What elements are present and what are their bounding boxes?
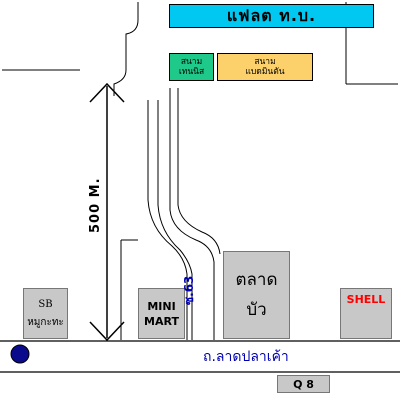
tennis-label-line2: เทนนิส <box>178 67 205 77</box>
road-edge-soi-left <box>147 100 188 340</box>
distance-label: 500 M. <box>88 177 103 233</box>
road-edge-soi-inner <box>157 100 193 340</box>
location-marker[interactable] <box>10 344 30 364</box>
badminton-label-line2: แบดมินตัน <box>245 67 285 77</box>
badminton-label-line1: สนาม <box>254 57 276 67</box>
minimart-label-line1: MINI <box>147 299 176 313</box>
road-edge-soi-right-inner <box>177 88 221 255</box>
sb-restaurant: SB หมูกะทะ <box>23 288 68 339</box>
minimart-label-line2: MART <box>144 314 179 328</box>
q8-station: Q 8 <box>277 375 330 393</box>
sb-label-line2: หมูกะทะ <box>27 316 64 328</box>
badminton-court: สนาม แบดมินตัน <box>217 53 313 81</box>
market-building: ตลาด บัว <box>223 251 290 339</box>
road-edge-topleft <box>113 2 139 96</box>
market-label-line1: ตลาด <box>235 270 278 290</box>
flat-label: แฟลต ท.บ. <box>226 5 317 25</box>
tennis-label-line1: สนาม <box>180 57 203 67</box>
minimart: MINI MART <box>138 288 185 339</box>
distance-arrow-head-top <box>89 82 125 103</box>
flat-building: แฟลต ท.บ. <box>169 4 374 28</box>
sb-label-line1: SB <box>38 298 53 310</box>
tennis-court: สนาม เทนนิส <box>169 53 214 81</box>
road-edge-soi-right <box>169 88 215 340</box>
q8-label: Q 8 <box>293 377 314 391</box>
distance-arrow-head-bottom <box>89 321 125 342</box>
main-road-label: ถ.ลาดปลาเค้า <box>203 349 289 365</box>
soi-label: ซ.63 <box>182 275 196 305</box>
shell-label: SHELL <box>346 293 386 306</box>
market-label-line2: บัว <box>246 300 267 320</box>
shell-station: SHELL <box>340 288 392 339</box>
